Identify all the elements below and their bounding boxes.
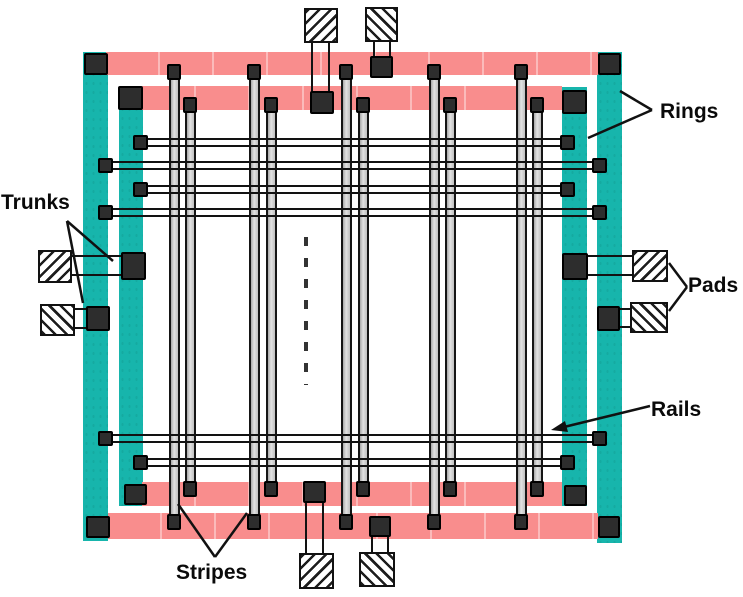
pad-via-right-2 bbox=[597, 306, 620, 331]
pad-left-1 bbox=[38, 250, 72, 283]
rail-inner bbox=[143, 458, 562, 467]
ring-corner-via bbox=[598, 516, 620, 538]
ring-bar-top-outer bbox=[106, 52, 598, 75]
pad-left-2 bbox=[40, 304, 75, 336]
ring-bar-right-outer bbox=[597, 52, 622, 543]
trunk-link-left-2 bbox=[73, 308, 88, 329]
pad-via-top-1 bbox=[310, 91, 334, 114]
pad-via-bottom-2 bbox=[369, 516, 391, 537]
rail-via bbox=[592, 431, 607, 446]
label-rails: Rails bbox=[651, 398, 702, 421]
rail-via bbox=[133, 135, 148, 150]
stripe-via bbox=[247, 64, 261, 80]
pad-via-bottom-1 bbox=[303, 481, 326, 503]
stripe-via bbox=[356, 97, 370, 113]
pad-bottom-1 bbox=[299, 553, 334, 589]
ring-bar-right-inner bbox=[562, 87, 587, 506]
stripe-via bbox=[264, 97, 278, 113]
stripe-via bbox=[356, 481, 370, 497]
ring-corner-via bbox=[84, 53, 108, 75]
pads-pointer-line bbox=[668, 262, 688, 288]
rail-outer bbox=[110, 434, 594, 443]
pad-via-left-2 bbox=[86, 306, 110, 331]
ring-corner-via bbox=[562, 90, 587, 114]
stripe-via bbox=[514, 514, 528, 530]
rail-via bbox=[592, 205, 607, 220]
pad-via-top-2 bbox=[370, 56, 393, 78]
ring-corner-via bbox=[124, 484, 147, 505]
rail-outer bbox=[110, 208, 594, 217]
trunk-link-bottom-1 bbox=[305, 500, 324, 555]
rail-outer bbox=[110, 161, 594, 170]
trunk-link-bottom-2 bbox=[371, 534, 389, 554]
trunk-link-top-2 bbox=[373, 40, 391, 58]
pads-pointer-line bbox=[668, 286, 688, 312]
pad-top-2 bbox=[365, 7, 398, 42]
stripe-via bbox=[183, 97, 197, 113]
stripe-via bbox=[339, 514, 353, 530]
stripe-via bbox=[514, 64, 528, 80]
label-rings: Rings bbox=[660, 100, 719, 123]
stripe-via bbox=[530, 97, 544, 113]
ring-bar-bottom-inner bbox=[142, 482, 562, 506]
ring-bar-left-inner bbox=[119, 87, 143, 506]
rail-via bbox=[133, 182, 148, 197]
rail-via bbox=[98, 205, 113, 220]
stripe-via bbox=[264, 481, 278, 497]
label-stripes: Stripes bbox=[176, 561, 248, 584]
pad-via-left-1 bbox=[121, 252, 146, 280]
ring-corner-via bbox=[564, 485, 587, 506]
rail-via bbox=[98, 158, 113, 173]
stripe-via bbox=[339, 64, 353, 80]
rail-via bbox=[592, 158, 607, 173]
trunk-link-right-1 bbox=[586, 255, 634, 276]
trunk-link-right-2 bbox=[617, 308, 632, 328]
rail-via bbox=[560, 455, 575, 470]
stripe-via bbox=[443, 481, 457, 497]
pad-right-2 bbox=[630, 302, 668, 333]
stripe-via bbox=[183, 481, 197, 497]
pad-top-1 bbox=[304, 8, 338, 43]
ring-bar-top-inner bbox=[142, 86, 562, 110]
stripe-via bbox=[427, 64, 441, 80]
label-trunks: Trunks bbox=[1, 191, 70, 214]
rail-via bbox=[560, 135, 575, 150]
center-dashed-line bbox=[304, 237, 308, 385]
ring-corner-via bbox=[118, 86, 143, 110]
pad-bottom-2 bbox=[359, 552, 395, 587]
stripe-via bbox=[167, 514, 181, 530]
rail-inner bbox=[143, 138, 562, 147]
stripe-via bbox=[247, 514, 261, 530]
pad-via-right-1 bbox=[562, 253, 588, 280]
pad-right-1 bbox=[632, 250, 668, 282]
ring-corner-via bbox=[598, 53, 621, 75]
rail-via bbox=[98, 431, 113, 446]
rail-via bbox=[560, 182, 575, 197]
trunk-link-left-1 bbox=[70, 255, 123, 276]
rings-pointer-line bbox=[619, 89, 653, 112]
trunk-link-top-1 bbox=[311, 41, 330, 93]
stripe-via bbox=[443, 97, 457, 113]
stripe-via bbox=[530, 481, 544, 497]
label-pads: Pads bbox=[688, 274, 739, 297]
rail-via bbox=[133, 455, 148, 470]
stripe-via bbox=[427, 514, 441, 530]
ring-corner-via bbox=[86, 516, 110, 538]
ring-bar-left-outer bbox=[83, 52, 108, 541]
stripe-via bbox=[167, 64, 181, 80]
rail-inner bbox=[143, 185, 562, 194]
